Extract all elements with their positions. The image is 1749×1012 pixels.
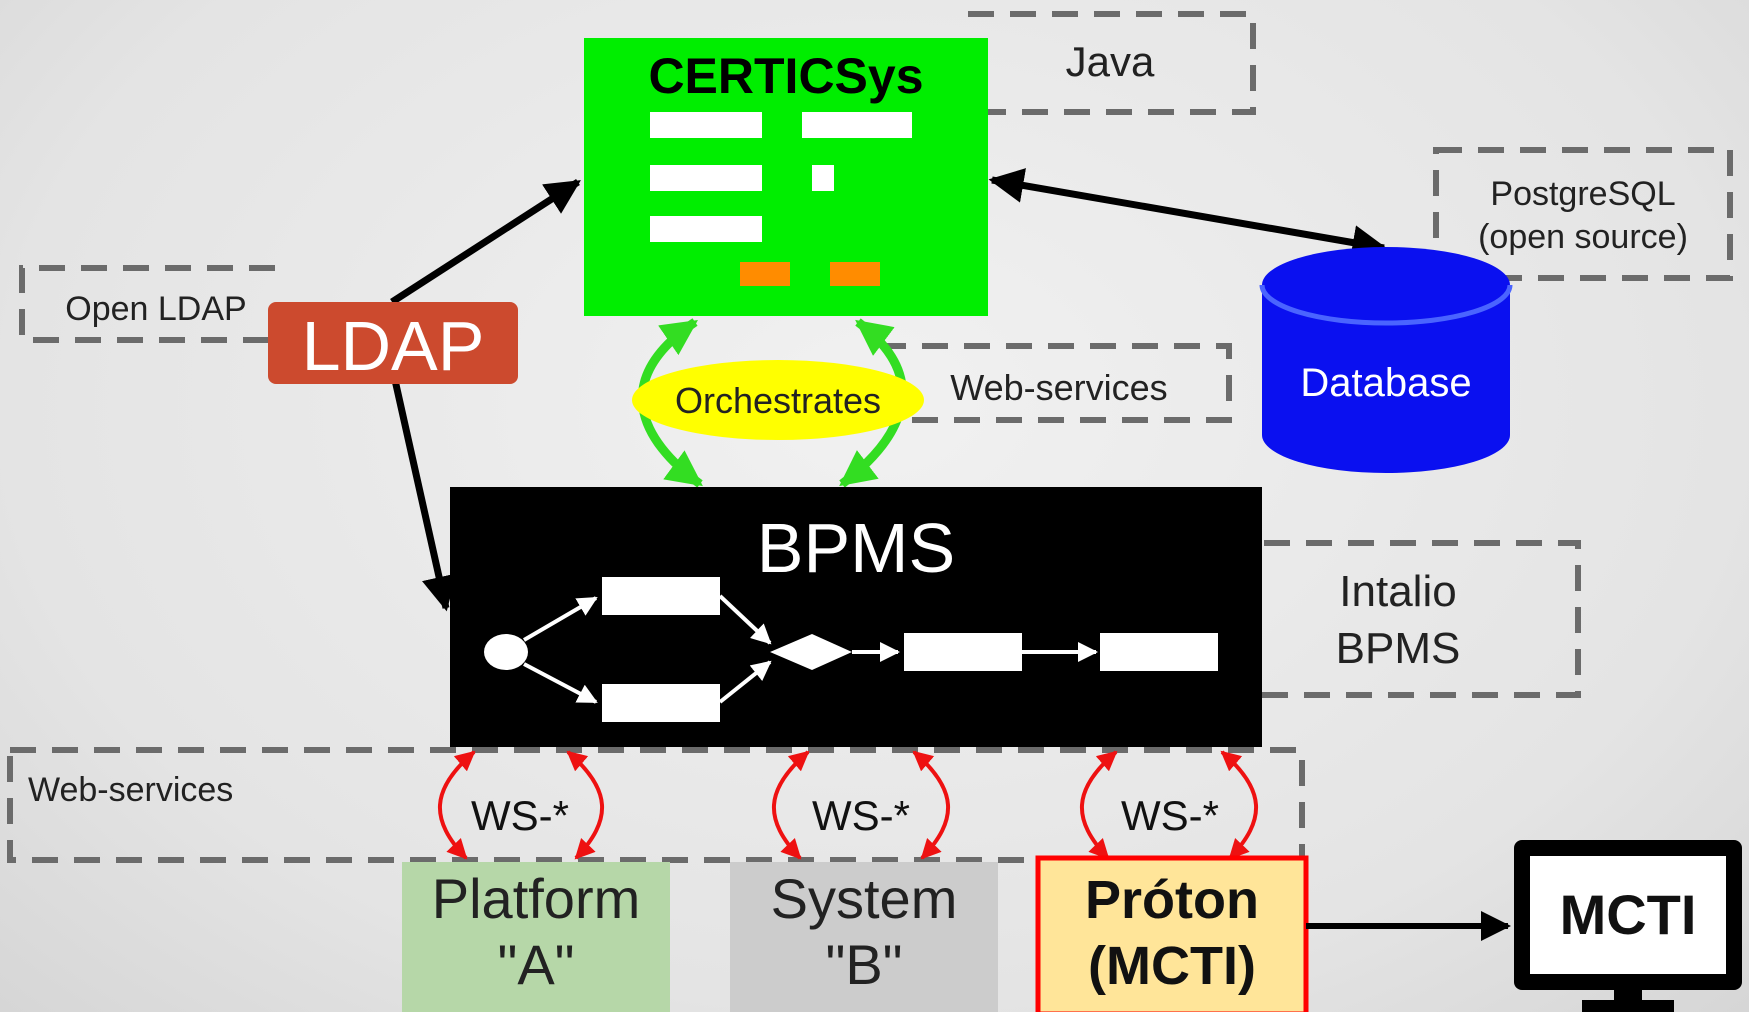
system-b-line2: "B"	[825, 933, 902, 996]
bpms-title: BPMS	[757, 509, 955, 587]
mcti-monitor-icon: MCTI	[1514, 840, 1742, 1012]
java-label: Java	[1066, 38, 1155, 85]
certicsys-field-3	[650, 165, 762, 191]
bpms-process-flow	[484, 577, 1218, 722]
intalio-label-line1: Intalio	[1339, 567, 1456, 616]
ws-arrows	[438, 750, 1258, 860]
bpms-task-1	[602, 577, 720, 615]
certicsys-checkbox	[812, 165, 834, 191]
ws-label-b: WS-*	[812, 792, 910, 839]
bpms-start-event	[484, 634, 528, 670]
intalio-label-box: Intalio BPMS	[1219, 540, 1581, 698]
certicsys-button-2	[830, 262, 880, 286]
bpms-gateway	[770, 634, 852, 670]
ldap-badge: LDAP	[268, 302, 518, 385]
orchestrates-ellipse: Orchestrates	[632, 360, 924, 440]
ldap-to-certicsys-arrow	[390, 179, 581, 305]
postgresql-label-line1: PostgreSQL	[1490, 175, 1675, 213]
database-label: Database	[1300, 361, 1471, 405]
ldap-label: LDAP	[302, 307, 485, 385]
bpms-task-2	[602, 684, 720, 722]
mcti-monitor-label: MCTI	[1560, 883, 1697, 946]
platform-a-box: Platform "A"	[402, 862, 670, 1012]
orchestrates-label: Orchestrates	[675, 380, 881, 421]
postgresql-label-line2: (open source)	[1478, 218, 1688, 256]
certicsys-database-arrow	[988, 168, 1388, 260]
system-b-line1: System	[771, 867, 958, 930]
bpms-box: BPMS	[450, 487, 1262, 747]
certicsys-button-1	[740, 262, 790, 286]
database-cylinder: Database	[1259, 247, 1513, 473]
platform-a-line1: Platform	[432, 867, 641, 930]
postgresql-label-box: PostgreSQL (open source)	[1433, 147, 1733, 281]
intalio-label-line2: BPMS	[1336, 624, 1461, 673]
system-b-box: System "B"	[730, 862, 998, 1012]
orchestration-webservices-label: Web-services	[950, 367, 1167, 408]
ws-label-a: WS-*	[471, 792, 569, 839]
platform-a-line2: "A"	[497, 933, 574, 996]
bpms-task-3	[904, 633, 1022, 671]
ldap-to-bpms-arrow	[391, 379, 457, 612]
orchestration-webservices-label-box: Web-services	[880, 343, 1232, 423]
ws-label-c: WS-*	[1121, 792, 1219, 839]
certicsys-field-1	[650, 112, 762, 138]
certicsys-box: CERTICSys	[584, 38, 988, 316]
web-services-band-label: Web-services	[28, 771, 233, 809]
certicsys-title: CERTICSys	[648, 48, 923, 104]
open-ldap-label: Open LDAP	[65, 290, 246, 328]
certicsys-field-2	[802, 112, 912, 138]
proton-mcti-line1: Próton	[1085, 870, 1259, 930]
bpms-task-4	[1100, 633, 1218, 671]
java-label-box: Java	[968, 11, 1256, 115]
proton-mcti-box: Próton (MCTI)	[1035, 855, 1309, 1012]
certicsys-field-4	[650, 216, 762, 242]
web-services-band: Web-services	[7, 747, 1305, 863]
open-ldap-label-box: Open LDAP	[19, 265, 275, 343]
proton-mcti-line2: (MCTI)	[1088, 936, 1256, 996]
